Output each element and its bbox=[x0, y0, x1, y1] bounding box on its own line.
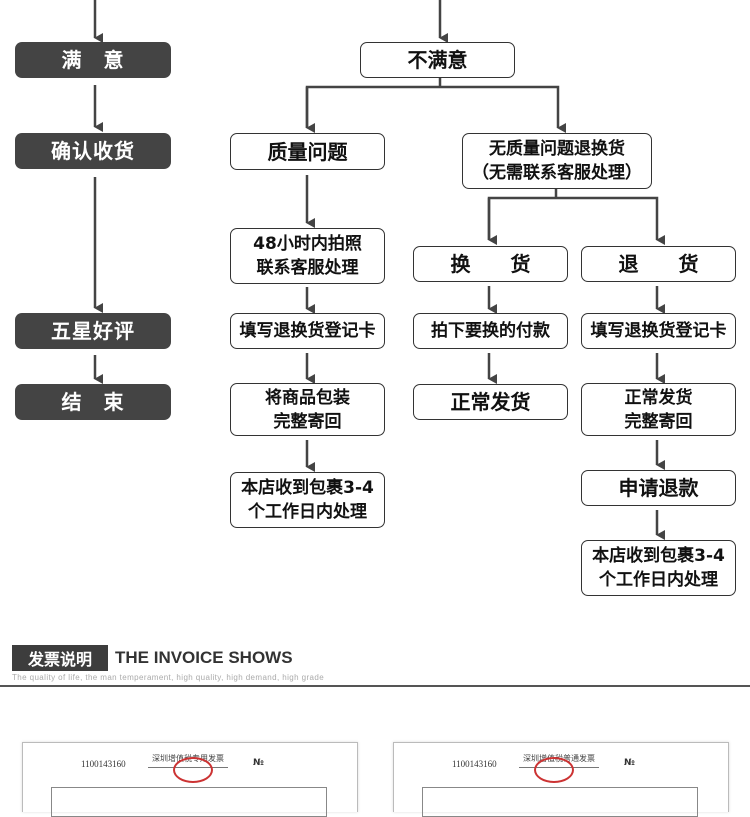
fill-card-node-2: 填写退换货登记卡 bbox=[581, 313, 736, 349]
satisfied-node: 满 意 bbox=[15, 42, 171, 78]
node-line: 正常发货 bbox=[624, 387, 693, 408]
normal-ship-return-node: 正常发货完整寄回 bbox=[581, 383, 736, 436]
exchange-node: 换 货 bbox=[413, 246, 568, 282]
node-line: 完整寄回 bbox=[624, 411, 693, 432]
node-line: 个工作日内处理 bbox=[248, 502, 367, 522]
section-divider bbox=[0, 685, 750, 687]
stamp-icon bbox=[534, 757, 574, 783]
pack-return-node: 将商品包装完整寄回 bbox=[230, 383, 385, 436]
arrow bbox=[487, 196, 665, 245]
invoice-table bbox=[422, 787, 698, 817]
no-quality-issue-node: 无质量问题退换货 （无需联系客服处理） bbox=[462, 133, 652, 189]
invoice-table bbox=[51, 787, 327, 817]
five-star-node: 五星好评 bbox=[15, 313, 171, 349]
apply-refund-node: 申请退款 bbox=[581, 470, 736, 506]
end-node: 结 束 bbox=[15, 384, 171, 420]
node-line: 无质量问题退换货 bbox=[489, 139, 625, 159]
return-node: 退 货 bbox=[581, 246, 736, 282]
invoice-section-title: THE INVOICE SHOWS bbox=[115, 648, 293, 667]
invoice-no-label: № bbox=[624, 758, 635, 768]
invoice-number: 1100143160 bbox=[81, 759, 126, 769]
pay-exchange-node: 拍下要换的付款 bbox=[413, 313, 568, 349]
unsatisfied-node: 不满意 bbox=[360, 42, 515, 78]
confirm-receipt-node: 确认收货 bbox=[15, 133, 171, 169]
node-line: 本店收到包裹3-4 bbox=[592, 546, 725, 566]
invoice-number: 1100143160 bbox=[452, 759, 497, 769]
node-line: 个工作日内处理 bbox=[599, 570, 718, 590]
flow-connectors bbox=[93, 0, 665, 540]
node-line: 本店收到包裹3-4 bbox=[241, 478, 374, 498]
fill-card-node: 填写退换货登记卡 bbox=[230, 313, 385, 349]
invoice-image: 1100143160 深圳增值税普通发票 № bbox=[393, 742, 729, 817]
process-node: 本店收到包裹3-4 个工作日内处理 bbox=[230, 472, 385, 528]
quality-issue-node: 质量问题 bbox=[230, 133, 385, 170]
node-line: 48小时内拍照 bbox=[253, 234, 362, 254]
stamp-icon bbox=[173, 757, 213, 783]
invoice-image: 1100143160 深圳增值税专用发票 № bbox=[22, 742, 358, 817]
invoice-no-label: № bbox=[253, 758, 264, 768]
node-line: （无需联系客服处理） bbox=[472, 163, 642, 183]
normal-ship-node: 正常发货 bbox=[413, 384, 568, 420]
process-node-2: 本店收到包裹3-4 个工作日内处理 bbox=[581, 540, 736, 596]
photo-48h-node: 48小时内拍照联系客服处理 bbox=[230, 228, 385, 284]
node-line: 将商品包装 bbox=[265, 387, 350, 408]
node-line: 完整寄回 bbox=[273, 411, 342, 432]
arrow bbox=[305, 85, 566, 133]
invoice-section-subtitle: The quality of life, the man temperament… bbox=[12, 673, 325, 682]
invoice-section-label: 发票说明 bbox=[12, 645, 108, 671]
node-line: 联系客服处理 bbox=[256, 258, 359, 278]
